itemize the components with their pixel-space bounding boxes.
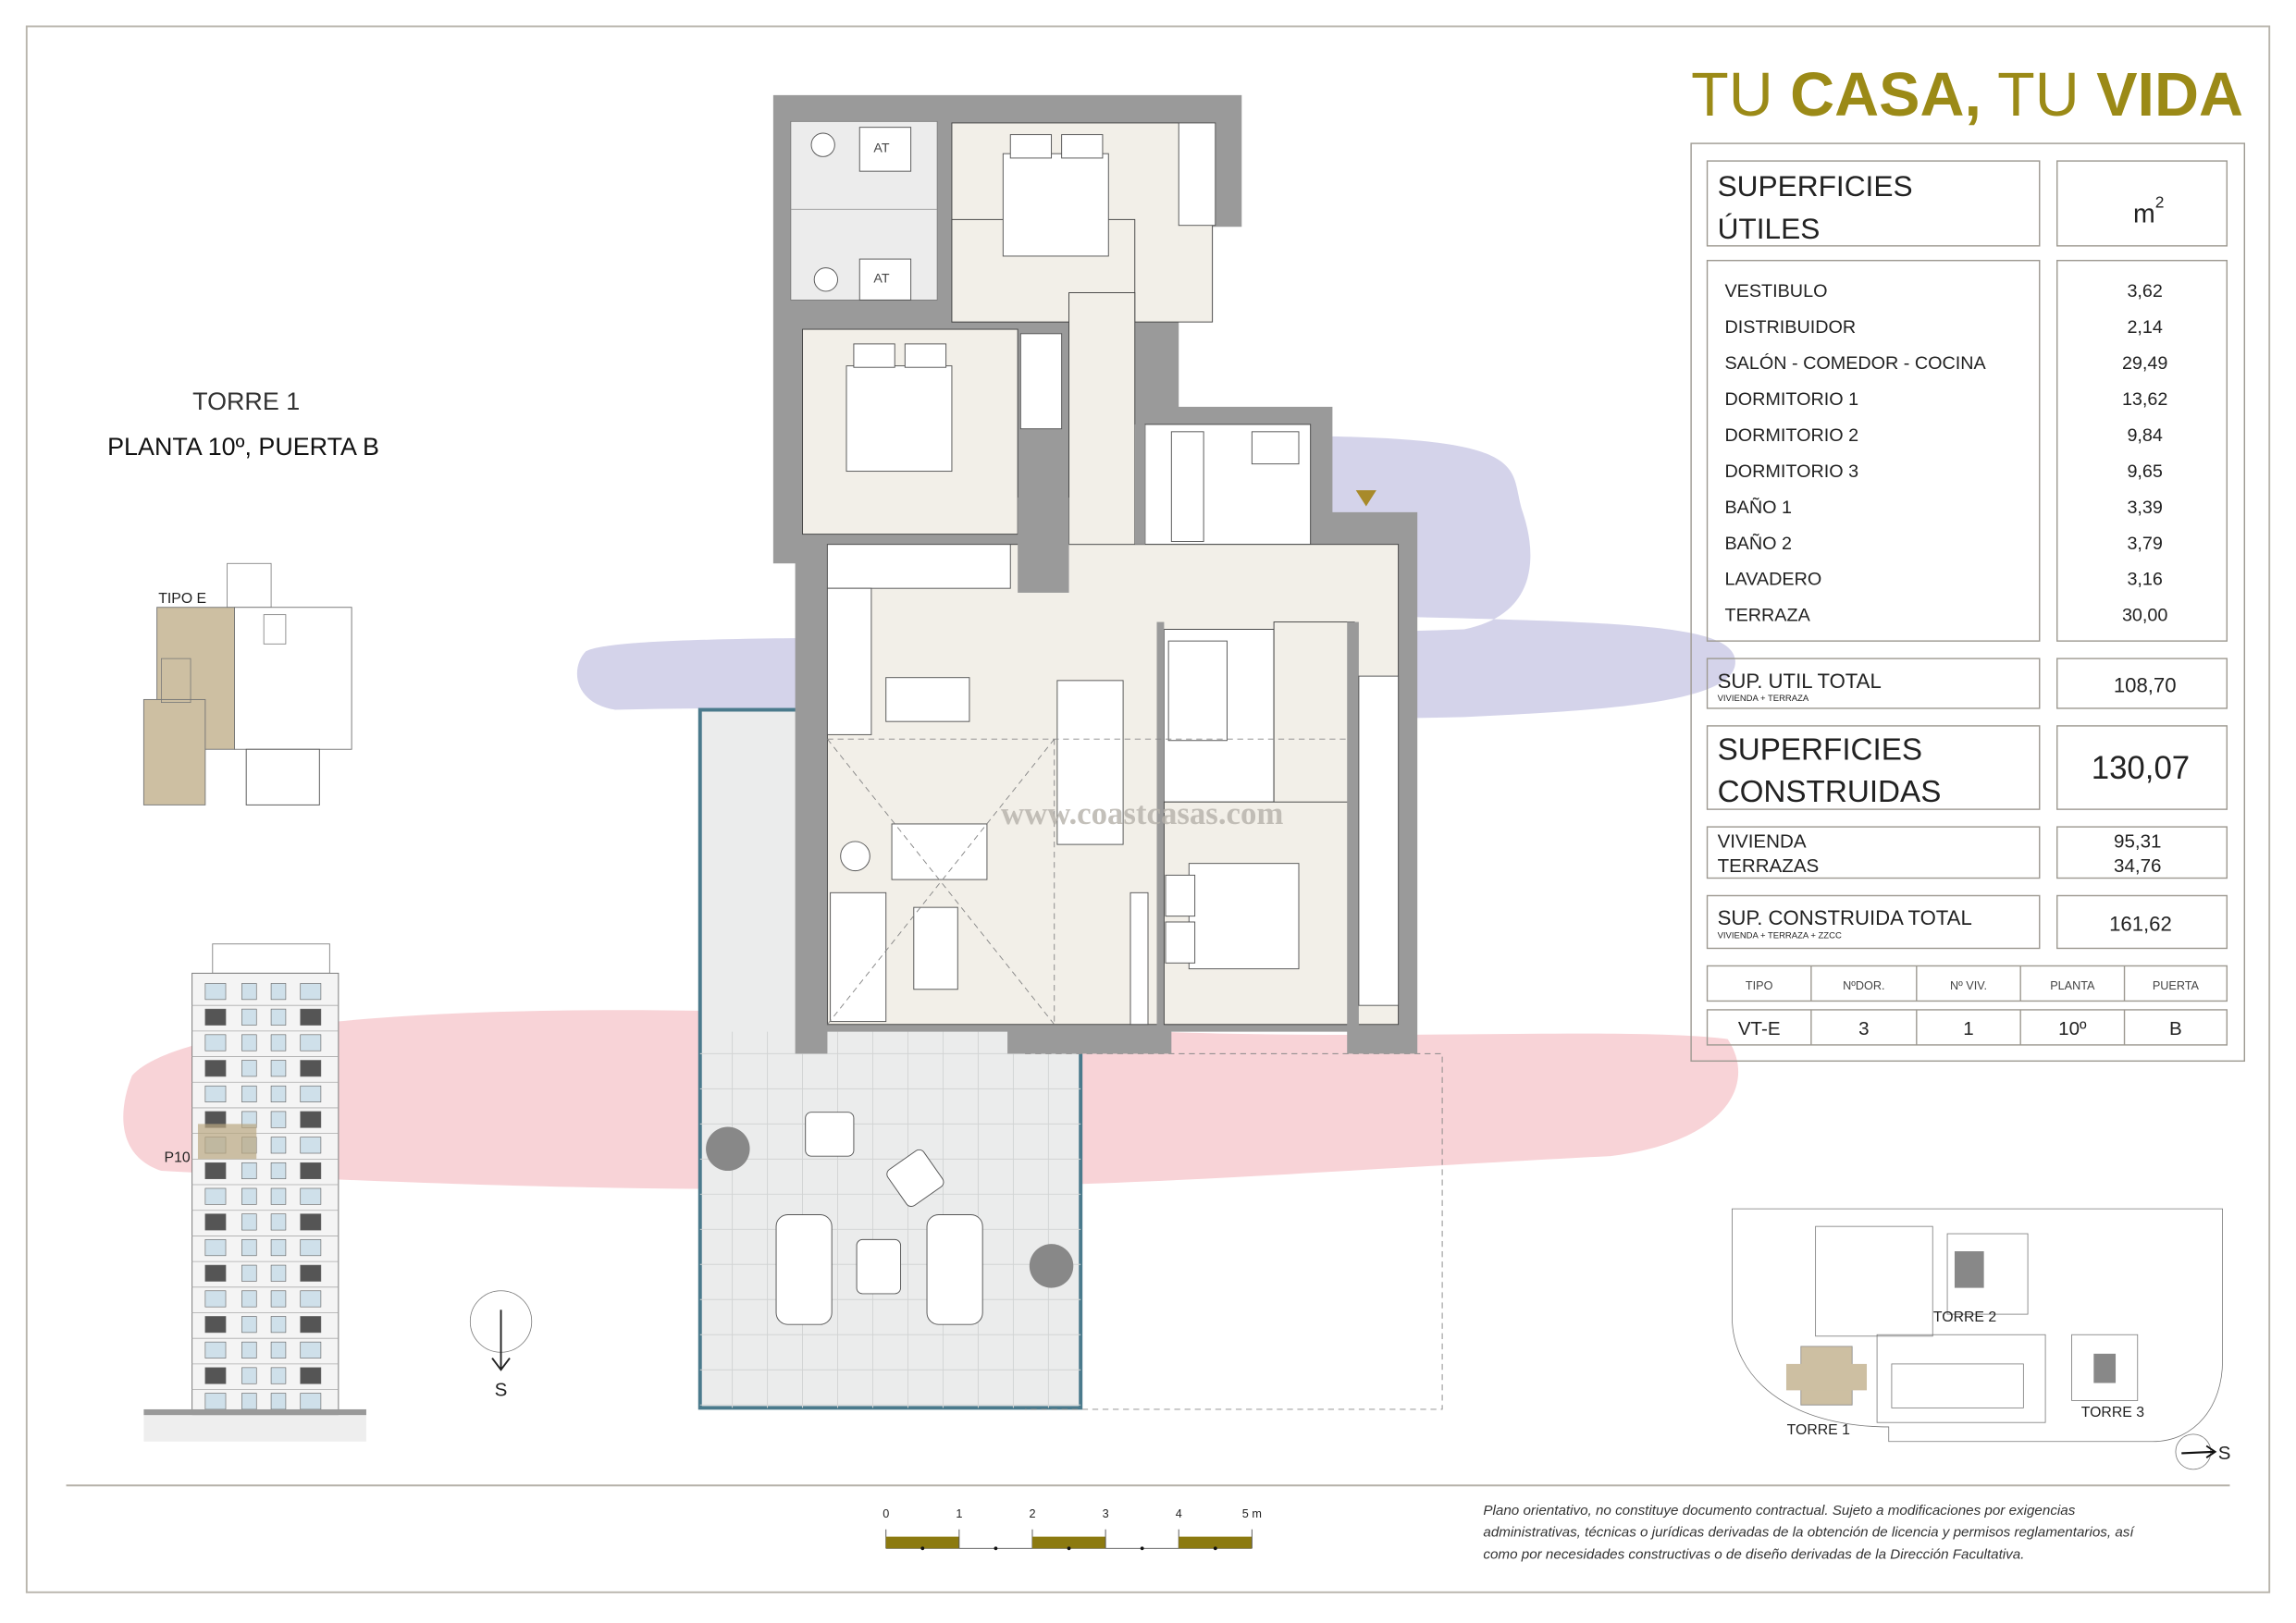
surface-row-value: 3,62 [2127, 281, 2162, 301]
surface-row-value: 29,49 [2122, 353, 2167, 374]
page-title: TU CASA, TU VIDA [1691, 61, 2243, 129]
disclaimer-line: administrativas, técnicas o jurídicas de… [1483, 1525, 2135, 1541]
sheet-border [25, 25, 2271, 1593]
scale-segment [885, 1536, 959, 1549]
apartment-floor-plan: AT AT www.coastcasas.com [697, 94, 1443, 1410]
useful-total-sub: VIVIENDA + TERRAZA [1718, 694, 1809, 704]
useful-surfaces-title: SUPERFICIES [1718, 169, 1913, 203]
site-plan: TORRE 1 TORRE 2 TORRE 3 S [1732, 1208, 2231, 1470]
surface-row-value: 3,79 [2127, 534, 2162, 554]
compass-label: S [495, 1380, 508, 1401]
appliance-label: AT [873, 141, 889, 156]
surface-row-label: DORMITORIO 3 [1725, 461, 1859, 482]
watermark: www.coastcasas.com [1001, 795, 1283, 831]
scale-label: 3 [1103, 1507, 1109, 1520]
scale-bar: 0 1 2 3 4 5 m [883, 1507, 1262, 1551]
surface-row-value: 2,14 [2127, 317, 2162, 338]
surface-row-label: BAÑO 2 [1725, 532, 1792, 554]
info-header: PUERTA [2153, 979, 2200, 992]
entrance-marker-icon [1355, 490, 1376, 507]
built-total-value: 161,62 [2109, 912, 2172, 935]
surface-row-label: BAÑO 1 [1725, 496, 1793, 518]
surface-row-value: 13,62 [2122, 389, 2167, 410]
info-header: PLANTA [2050, 979, 2095, 992]
surface-row-label: LAVADERO [1725, 570, 1822, 590]
surface-row-value: 30,00 [2122, 606, 2167, 626]
floor-marker-label: P10 [165, 1150, 191, 1166]
surface-row-value: 9,65 [2127, 461, 2162, 482]
type-key-plan: TIPO E [142, 562, 352, 805]
scale-label: 4 [1176, 1507, 1182, 1520]
surface-row-label: DORMITORIO 2 [1725, 425, 1859, 446]
scale-label: 0 [883, 1507, 889, 1520]
useful-total-value: 108,70 [2114, 674, 2177, 697]
info-header: Nº VIV. [1950, 979, 1987, 992]
built-total-label: SUP. CONSTRUIDA TOTAL [1718, 906, 1972, 929]
surface-row-label: DORMITORIO 1 [1725, 389, 1859, 410]
surface-row-label: TERRAZA [1725, 606, 1811, 626]
info-header: TIPO [1746, 979, 1773, 992]
site-compass-label: S [2218, 1443, 2231, 1464]
scale-label: 1 [956, 1507, 962, 1520]
info-value: 10º [2058, 1018, 2087, 1039]
disclaimer: Plano orientativo, no constituye documen… [1483, 1503, 2135, 1562]
floor-door-label: PLANTA 10º, PUERTA B [107, 433, 379, 461]
surface-row-label: DISTRIBUIDOR [1725, 317, 1857, 338]
info-value: 1 [1963, 1018, 1973, 1039]
disclaimer-line: Plano orientativo, no constituye documen… [1483, 1503, 2075, 1518]
terraces-label: TERRAZAS [1718, 855, 1820, 877]
surface-row-label: SALÓN - COMEDOR - COCINA [1725, 352, 1987, 374]
built-surfaces-title: CONSTRUIDAS [1718, 775, 1942, 809]
surface-row-label: VESTIBULO [1725, 281, 1828, 301]
useful-surfaces-title: ÚTILES [1718, 212, 1821, 245]
scale-segment [1179, 1536, 1253, 1549]
surface-row-value: 3,16 [2127, 570, 2162, 590]
scale-label: 5 m [1242, 1507, 1262, 1520]
building-elevation: P10 [143, 943, 366, 1442]
site-tower-1: TORRE 1 [1787, 1422, 1850, 1438]
scale-label: 2 [1029, 1507, 1035, 1520]
site-tower-3: TORRE 3 [2081, 1405, 2144, 1420]
surface-row-value: 9,84 [2127, 425, 2162, 446]
tower-label: TORRE 1 [192, 387, 300, 415]
unit-label: m2 [2133, 193, 2164, 229]
surface-row-value: 3,39 [2127, 498, 2162, 518]
disclaimer-line: como por necesidades constructivas o de … [1483, 1546, 2024, 1562]
built-surfaces-title: SUPERFICIES [1718, 732, 1923, 767]
appliance-label: AT [873, 271, 889, 286]
housing-label: VIVIENDA [1718, 830, 1807, 852]
info-value: B [2169, 1018, 2182, 1039]
site-tower-2: TORRE 2 [1933, 1309, 1996, 1325]
north-compass: S [469, 1290, 533, 1401]
terraces-value: 34,76 [2114, 855, 2161, 877]
info-value: VT-E [1738, 1018, 1781, 1039]
type-label: TIPO E [158, 591, 206, 607]
surfaces-panel: SUPERFICIES ÚTILES m2 VESTIBULO 3,62DISTR… [1690, 142, 2246, 1063]
built-surfaces-value: 130,07 [2092, 750, 2190, 786]
useful-total-label: SUP. UTIL TOTAL [1718, 670, 1882, 693]
housing-value: 95,31 [2114, 830, 2161, 852]
scale-segment [1031, 1536, 1106, 1549]
built-total-sub: VIVIENDA + TERRAZA + ZZCC [1718, 930, 1842, 941]
info-header: NºDOR. [1843, 979, 1884, 992]
info-value: 3 [1858, 1018, 1869, 1039]
